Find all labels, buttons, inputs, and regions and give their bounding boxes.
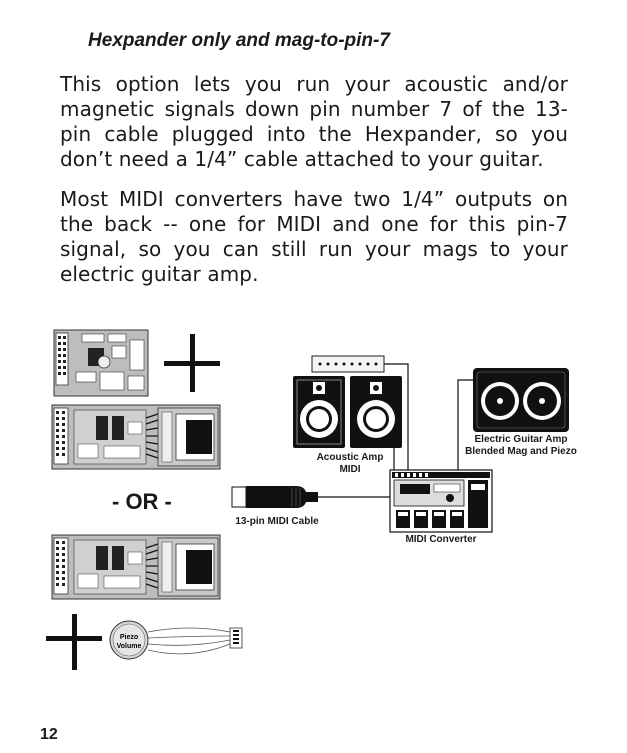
plus-icon bbox=[164, 334, 220, 392]
piezo-label-line2: Volume bbox=[117, 643, 142, 650]
preamp-board-image bbox=[53, 329, 149, 397]
piezo-volume-knob: Piezo Volume bbox=[109, 620, 243, 660]
piezo-label-line1: Piezo bbox=[120, 634, 138, 641]
or-label: - OR - bbox=[112, 489, 172, 514]
acoustic-amp-speakers bbox=[293, 376, 402, 448]
electric-amp-caption-text: Electric Guitar Amp Blended Mag and Piez… bbox=[465, 434, 577, 457]
midi-converter-caption: MIDI Converter bbox=[405, 534, 477, 545]
acoustic-amp-head bbox=[311, 355, 385, 373]
paragraph-1: This option lets you run your acoustic a… bbox=[60, 72, 568, 171]
electric-amp-caption: Electric Guitar Amp Blended Mag and Piez… bbox=[462, 434, 580, 458]
acoustic-amp-caption-text: Acoustic Amp MIDI bbox=[316, 452, 384, 475]
midi-cable-caption: 13-pin MIDI Cable bbox=[235, 516, 319, 527]
midi-converter bbox=[389, 469, 493, 533]
cable-lines bbox=[384, 363, 473, 470]
paragraph-2: Most MIDI converters have two 1/4” outpu… bbox=[60, 187, 568, 286]
page-number: 12 bbox=[40, 726, 58, 743]
plus-icon-2 bbox=[46, 614, 102, 670]
hexpander-board-image-2 bbox=[51, 534, 221, 600]
section-heading: Hexpander only and mag-to-pin-7 bbox=[88, 30, 390, 51]
acoustic-amp-caption: Acoustic Amp MIDI bbox=[300, 452, 400, 476]
electric-guitar-amp bbox=[473, 368, 569, 432]
midi-cable-plug bbox=[231, 486, 318, 508]
hexpander-board-image bbox=[51, 404, 221, 470]
